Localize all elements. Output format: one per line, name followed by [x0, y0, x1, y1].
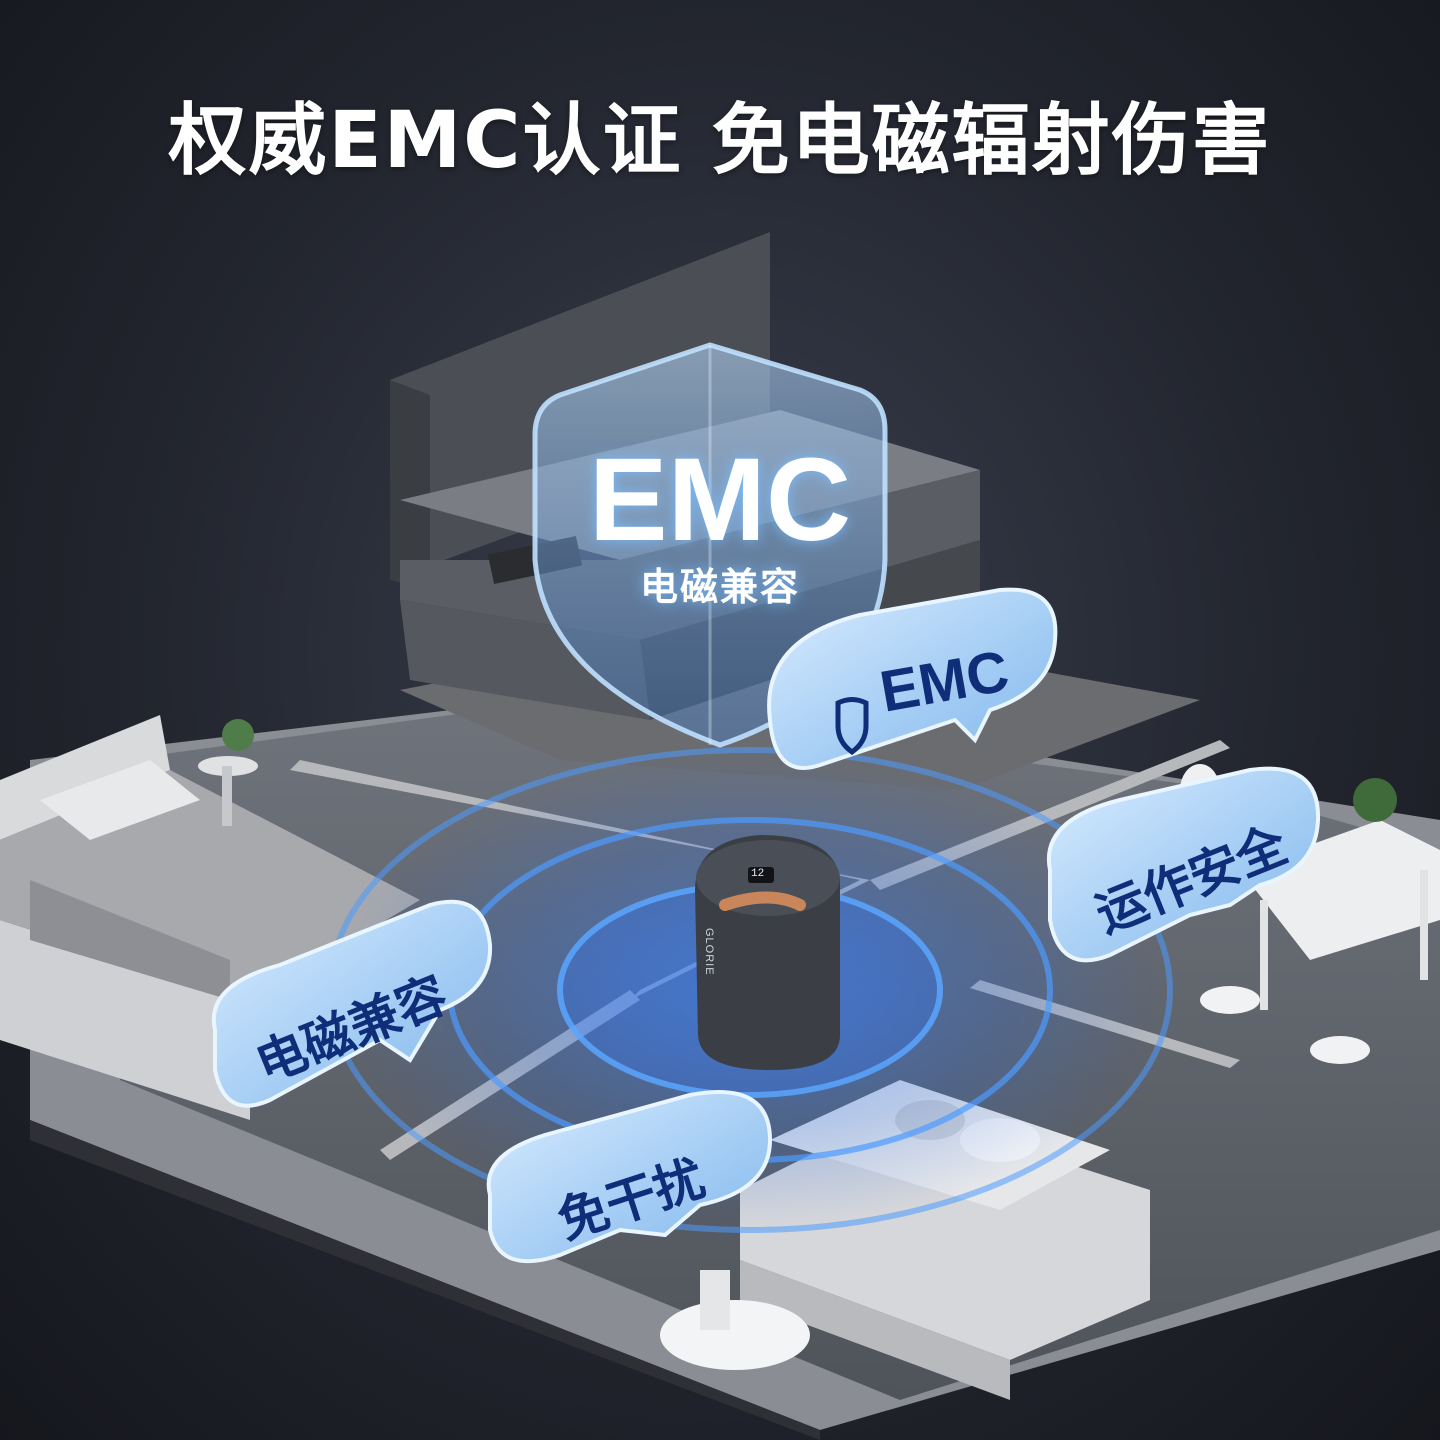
shield-label: EMC 电磁兼容: [540, 440, 900, 612]
device-display: 12: [751, 868, 765, 880]
bubble-emc: [767, 587, 1058, 770]
shield-title: EMC: [588, 434, 852, 566]
page-headline: 权威EMC认证 免电磁辐射伤害: [168, 96, 1272, 186]
shield-subtitle: 电磁兼容: [639, 567, 800, 609]
bubble-safe: [1046, 766, 1321, 963]
air-fryer-device: [695, 835, 840, 1070]
bed: [0, 715, 420, 1120]
bubble-compat: [211, 899, 493, 1108]
device-brand: GLORIE: [703, 928, 715, 976]
bubble-no-interference: [486, 1090, 773, 1264]
shield-icon: [835, 697, 869, 756]
